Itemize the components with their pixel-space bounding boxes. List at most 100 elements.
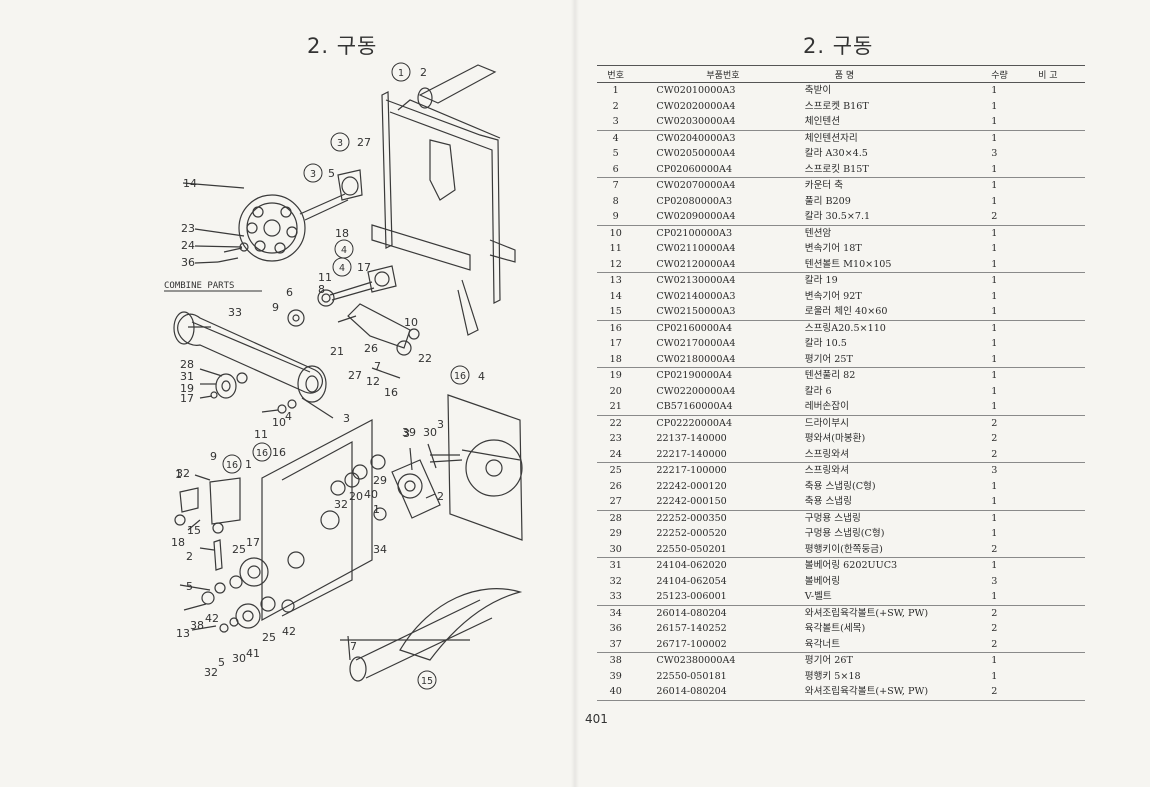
row-name: 스프링와셔 <box>804 465 849 476</box>
combine-parts-label: COMBINE PARTS <box>164 281 234 291</box>
circled-ref-15: 15 <box>421 676 433 687</box>
callout: 28 <box>180 358 194 371</box>
callout: 11 <box>254 428 268 441</box>
callout: 10 <box>404 316 418 329</box>
callout: 3 <box>343 412 350 425</box>
callout: 17 <box>180 392 194 405</box>
callout: 1 <box>245 458 252 471</box>
circled-ref-4a: 4 <box>341 245 347 256</box>
header-name: 품 명 <box>804 65 992 83</box>
row-note <box>1038 194 1085 210</box>
row-note <box>1038 574 1085 590</box>
row-code: 22252-000350 <box>656 512 727 524</box>
callout: 26 <box>364 342 378 355</box>
callout: 14 <box>183 177 197 190</box>
row-no: 30 <box>597 541 635 558</box>
row-code: CW02050000A4 <box>656 148 736 159</box>
row-note <box>1038 526 1085 542</box>
callout: 42 <box>205 612 219 625</box>
row-qty: 1 <box>991 589 1039 606</box>
callout: 24 <box>181 239 195 252</box>
row-note <box>1038 161 1085 178</box>
row-no: 31 <box>609 560 622 571</box>
row-no: 1 <box>612 85 619 96</box>
exploded-parts-diagram: COMBINE PARTS 1 3 3 4 4 16 16 16 15 2 27… <box>164 62 523 690</box>
row-name: 볼베어링 6202UUC3 <box>804 560 898 571</box>
row-qty: 1 <box>991 322 998 334</box>
row-no: 24 <box>597 446 635 463</box>
circled-ref-16a: 16 <box>454 371 466 382</box>
row-note <box>1038 273 1085 289</box>
row-qty: 1 <box>991 227 998 239</box>
row-qty: 2 <box>991 607 998 619</box>
callout: 29 <box>373 474 387 487</box>
row-no: 28 <box>609 512 622 524</box>
callout: 3 <box>437 418 444 431</box>
row-name: 육각너트 <box>804 636 992 653</box>
row-no: 22 <box>609 417 622 429</box>
row-no: 18 <box>597 351 635 368</box>
row-code: CP02100000A3 <box>656 227 733 239</box>
row-code: 26014-080204 <box>634 684 805 701</box>
row-note <box>1038 684 1085 701</box>
row-name: 칼라 10.5 <box>804 338 847 349</box>
callout: 31 <box>180 370 194 383</box>
row-qty: 1 <box>991 494 1039 511</box>
row-qty: 1 <box>991 275 998 286</box>
row-qty: 1 <box>991 560 998 571</box>
row-no: 34 <box>609 607 622 619</box>
row-name: 와셔조립육각볼트(+SW, PW) <box>804 607 929 619</box>
row-name: 스프링A20.5×110 <box>804 322 886 334</box>
row-name: 평기어 25T <box>804 351 992 368</box>
header-qty: 수량 <box>991 65 1039 83</box>
row-code: 22242-000120 <box>656 480 727 492</box>
row-qty: 1 <box>991 195 998 207</box>
row-name: 텐션볼트 M10×105 <box>804 256 992 273</box>
row-note <box>1038 368 1085 384</box>
callout: 32 <box>204 666 218 679</box>
row-no: 4 <box>612 132 619 144</box>
callout: 41 <box>246 647 260 660</box>
callout: 36 <box>181 256 195 269</box>
row-qty: 2 <box>991 623 998 634</box>
callout: 18 <box>171 536 185 549</box>
row-note <box>1038 621 1085 637</box>
callout: 42 <box>282 625 296 638</box>
row-code: 26014-080204 <box>656 607 727 619</box>
row-qty: 1 <box>991 180 998 191</box>
row-qty: 1 <box>991 161 1039 178</box>
row-name: 로울러 체인 40×60 <box>804 304 992 321</box>
row-note <box>1038 130 1085 146</box>
circled-ref-4b: 4 <box>339 263 345 274</box>
row-qty: 1 <box>991 304 1039 321</box>
row-code: CW02380000A4 <box>656 655 736 666</box>
row-code: 22252-000520 <box>656 528 727 539</box>
row-note <box>1038 446 1085 463</box>
row-code: CW02180000A4 <box>634 351 805 368</box>
row-no: 2 <box>612 100 619 112</box>
row-no: 3 <box>597 114 635 131</box>
row-qty: 2 <box>991 636 1039 653</box>
callout: 17 <box>246 536 260 549</box>
row-qty: 1 <box>991 655 998 666</box>
callout: 20 <box>349 490 363 503</box>
row-code: CP02160000A4 <box>656 322 733 334</box>
row-code: CW02110000A4 <box>656 243 736 254</box>
row-qty: 1 <box>991 114 1039 131</box>
parts-section-title: 2. 구동 <box>803 34 874 58</box>
row-code: CW02140000A3 <box>656 290 736 302</box>
row-no: 37 <box>597 636 635 653</box>
callout: 17 <box>357 261 371 274</box>
callout: 33 <box>228 306 242 319</box>
row-no: 14 <box>609 290 622 302</box>
